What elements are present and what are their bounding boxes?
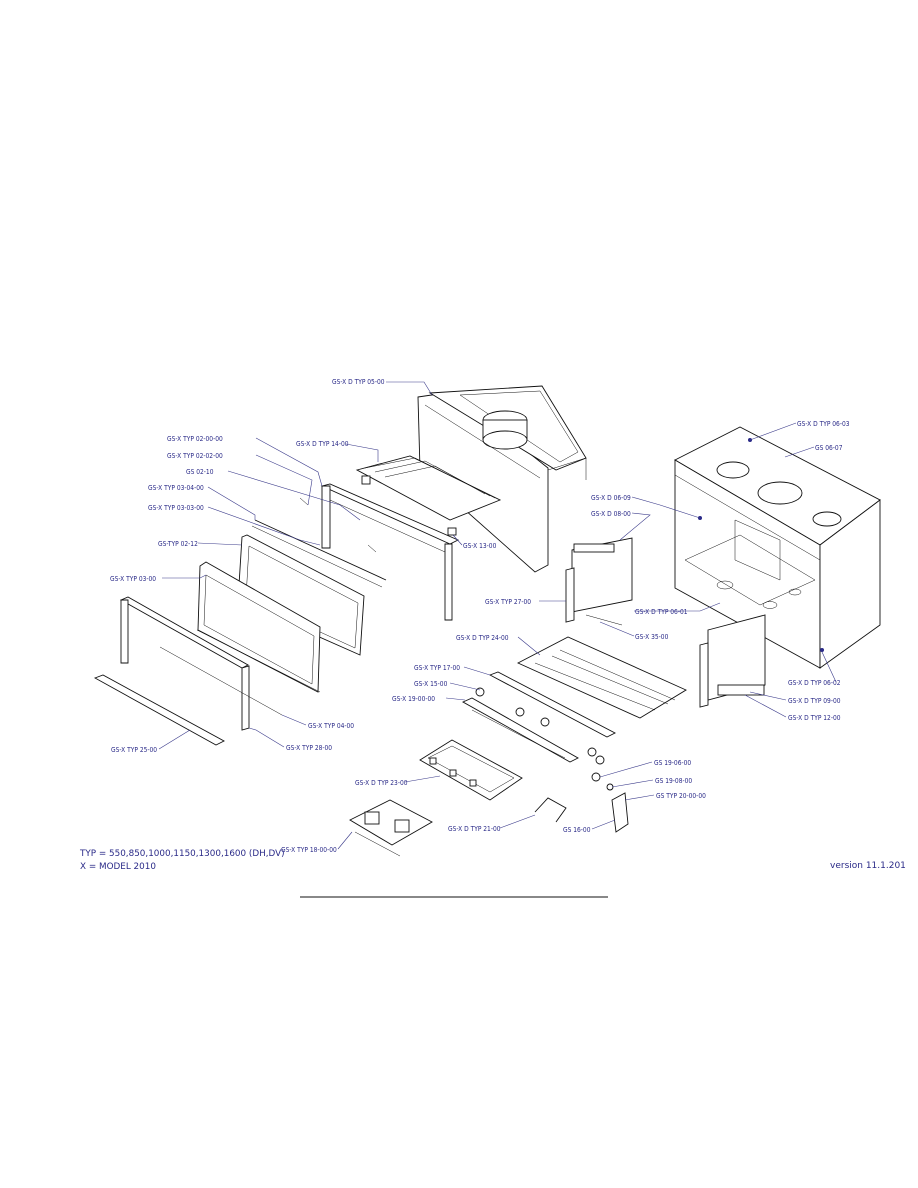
label-gs-x-35-00: GS-X 35-00 bbox=[635, 633, 669, 641]
label-gs-x-typ-27-00: GS-X TYP 27-00 bbox=[485, 598, 531, 606]
label-gs-x-19-00-00: GS-X 19-00-00 bbox=[392, 695, 435, 703]
label-gs-x-13-00: GS-X 13-00 bbox=[463, 542, 497, 550]
front-panel-part bbox=[699, 614, 766, 708]
burner-tray-part bbox=[419, 739, 523, 801]
label-gs-x-d-typ-23-00: GS-X D TYP 23-00 bbox=[355, 779, 408, 787]
label-gs-x-typ-04-00: GS-X TYP 04-00 bbox=[308, 722, 354, 730]
label-gs-16-00: GS 16-00 bbox=[563, 826, 591, 834]
label-gs-19-08-00: GS 19-08-00 bbox=[655, 777, 692, 785]
gas-pipe-part bbox=[534, 792, 629, 833]
control-board-part bbox=[349, 799, 433, 857]
label-gs-x-d-08-00: GS-X D 08-00 bbox=[591, 510, 631, 518]
label-gs-x-d-06-09: GS-X D 06-09 bbox=[591, 494, 631, 502]
leader-lines bbox=[158, 381, 837, 850]
label-gs-x-typ-25-00: GS-X TYP 25-00 bbox=[111, 746, 157, 754]
part-labels: GS-X D TYP 05-00 GS-X TYP 02-00-00 GS-X … bbox=[110, 378, 850, 854]
bottom-tray-part bbox=[516, 636, 687, 719]
gasket-rods-part bbox=[251, 497, 387, 588]
label-gs-x-d-typ-05-00: GS-X D TYP 05-00 bbox=[332, 378, 385, 386]
label-gs-x-typ-17-00: GS-X TYP 17-00 bbox=[414, 664, 460, 672]
label-gs-x-d-typ-14-00: GS-X D TYP 14-00 bbox=[296, 440, 349, 448]
label-gs-x-typ-18-00-00: GS-X TYP 18-00-00 bbox=[281, 846, 337, 854]
outer-frame-part bbox=[119, 596, 283, 731]
firebox-body-part bbox=[674, 426, 881, 669]
label-gs-x-d-typ-06-03: GS-X D TYP 06-03 bbox=[797, 420, 850, 428]
label-gs-x-d-typ-21-00: GS-X D TYP 21-00 bbox=[448, 825, 501, 833]
label-gs-typ-02-12: GS-TYP 02-12 bbox=[158, 540, 198, 548]
label-gs-x-typ-03-00: GS-X TYP 03-00 bbox=[110, 575, 156, 583]
label-gs-x-typ-02-00-00: GS-X TYP 02-00-00 bbox=[167, 435, 223, 443]
bottom-strip-part bbox=[93, 674, 225, 746]
label-gs-x-d-typ-06-01: GS-X D TYP 06-01 bbox=[635, 608, 688, 616]
label-gs-x-typ-03-03-00: GS-X TYP 03-03-00 bbox=[148, 504, 204, 512]
top-hood-part bbox=[417, 385, 587, 573]
burner-rail-parts bbox=[461, 671, 616, 791]
label-gs-x-typ-02-02-00: GS-X TYP 02-02-00 bbox=[167, 452, 223, 460]
label-gs-x-d-typ-06-02: GS-X D TYP 06-02 bbox=[788, 679, 841, 687]
label-gs-x-d-typ-12-00: GS-X D TYP 12-00 bbox=[788, 714, 841, 722]
label-gs-06-07: GS 06-07 bbox=[815, 444, 843, 452]
label-gs-x-typ-03-04-00: GS-X TYP 03-04-00 bbox=[148, 484, 204, 492]
model-note: X = MODEL 2010 bbox=[80, 862, 156, 872]
version-label: version 11.1.201 bbox=[830, 861, 906, 871]
label-gs-x-d-typ-09-00: GS-X D TYP 09-00 bbox=[788, 697, 841, 705]
baffle-plate-part bbox=[355, 455, 502, 521]
label-gs-x-d-typ-24-00: GS-X D TYP 24-00 bbox=[456, 634, 509, 642]
label-gs-x-15-00: GS-X 15-00 bbox=[414, 680, 448, 688]
typ-note: TYP = 550,850,1000,1150,1300,1600 (DH,DV… bbox=[79, 849, 285, 859]
door-frame-part bbox=[320, 483, 460, 621]
side-panel-part bbox=[565, 537, 633, 626]
inner-door-part bbox=[196, 561, 321, 693]
label-gs-typ-20-00-00: GS TYP 20-00-00 bbox=[656, 792, 706, 800]
label-gs-x-typ-28-00: GS-X TYP 28-00 bbox=[286, 744, 332, 752]
label-gs-19-06-00: GS 19-06-00 bbox=[654, 759, 691, 767]
label-gs-02-10: GS 02-10 bbox=[186, 468, 214, 476]
